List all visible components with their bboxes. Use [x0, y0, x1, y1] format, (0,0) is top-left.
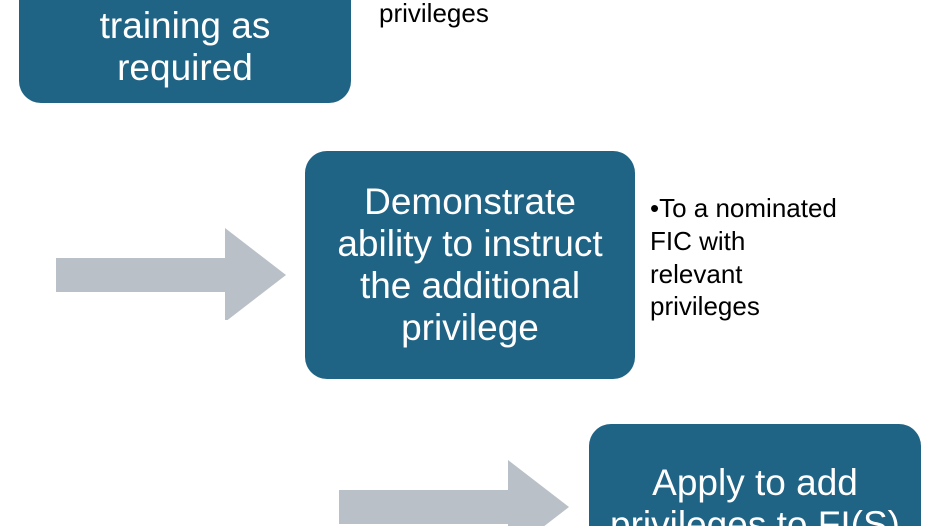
arrow-demonstrate-to-apply [333, 386, 573, 526]
node-demonstrate-ability[interactable]: Demonstrate ability to instruct the addi… [305, 151, 635, 379]
node-apply-to-add-privileges-label: Apply to add privileges to FI(S) [610, 462, 900, 526]
annotation-middle-line-3: relevant [650, 258, 743, 289]
node-training-as-required-label: training as required [99, 4, 271, 88]
node-apply-to-add-privileges[interactable]: Apply to add privileges to FI(S) [589, 424, 921, 526]
node-training-as-required[interactable]: training as required [19, 0, 351, 103]
annotation-middle-line-2: FIC with [650, 225, 746, 256]
annotation-middle-line-1: •To a nominated [650, 193, 837, 223]
annotation-middle: •To a nominated FIC with relevant privil… [650, 192, 900, 323]
node-demonstrate-ability-label: Demonstrate ability to instruct the addi… [337, 180, 603, 349]
annotation-top: with relevant privileges [379, 0, 629, 30]
arrow-train-to-demonstrate [50, 120, 290, 325]
annotation-top-line-2: privileges [379, 0, 489, 28]
annotation-middle-line-4: privileges [650, 291, 760, 322]
